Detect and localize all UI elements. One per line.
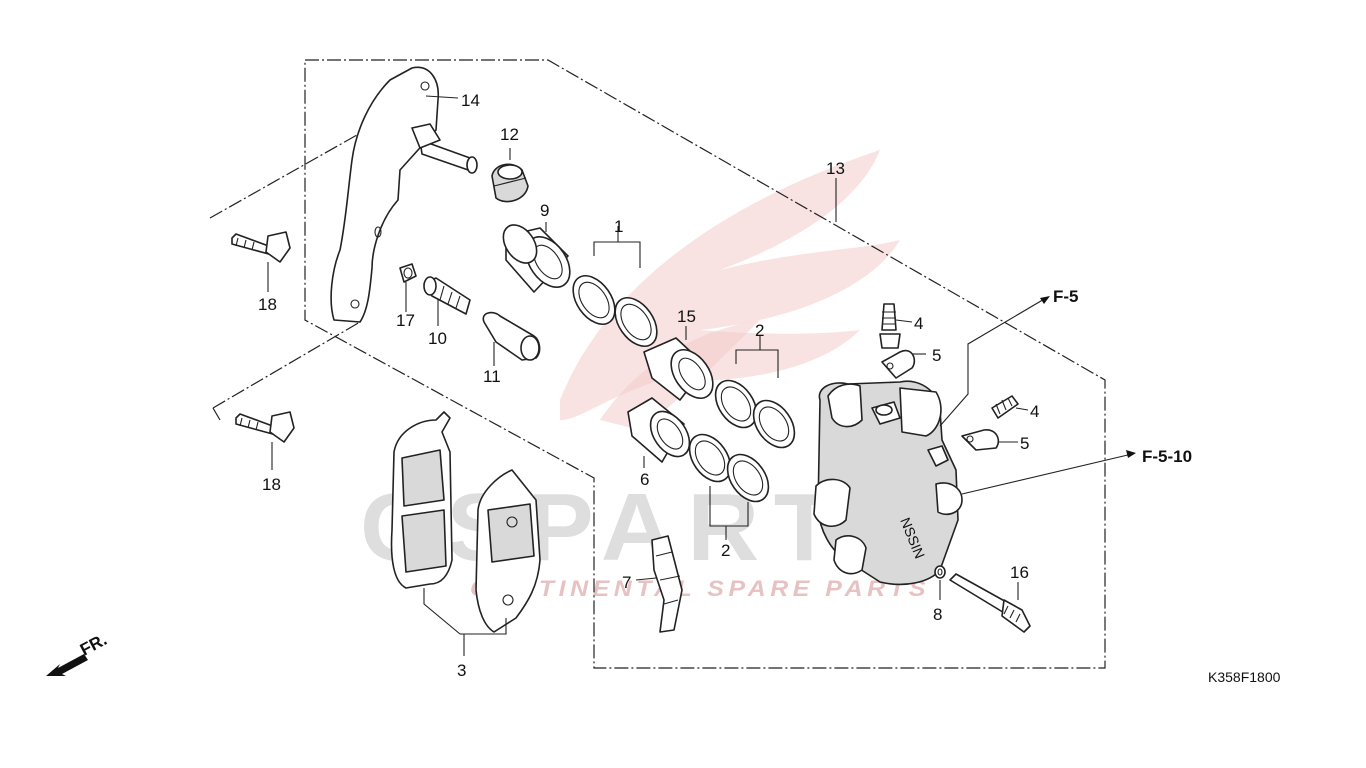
washer-8 xyxy=(934,565,946,579)
arrowhead-f510 xyxy=(1126,450,1136,458)
callout-16: 16 xyxy=(1010,563,1029,582)
callout-7: 7 xyxy=(622,573,631,592)
callout-15: 15 xyxy=(677,307,696,326)
piston-15 xyxy=(643,337,714,401)
reference-f510: F-5-10 xyxy=(1142,447,1192,466)
callout-2-upper: 2 xyxy=(755,321,764,340)
front-direction-indicator: FR. xyxy=(46,630,110,676)
callout-8: 8 xyxy=(933,605,942,624)
arrowhead-f5 xyxy=(1040,296,1050,304)
washer-17 xyxy=(399,263,417,283)
front-arrow-icon xyxy=(46,654,88,676)
callout-2-lower: 2 xyxy=(721,541,730,560)
callout-1: 1 xyxy=(614,217,623,236)
callout-10: 10 xyxy=(428,329,447,348)
clip-5-upper xyxy=(881,349,916,379)
front-label: FR. xyxy=(77,630,110,660)
callout-5-lower: 5 xyxy=(1020,434,1029,453)
bleeder-4-upper xyxy=(879,303,901,349)
leader-lines xyxy=(267,95,1136,656)
piston-9 xyxy=(502,224,571,293)
callout-13: 13 xyxy=(826,159,845,178)
piston-seal-set-2-lower xyxy=(688,433,770,527)
callout-12: 12 xyxy=(500,125,519,144)
piston-seal-set-1 xyxy=(572,241,658,347)
clip-5-lower xyxy=(961,429,1000,451)
caliper-body: NSSIN xyxy=(813,380,963,586)
bleeder-4-lower xyxy=(991,395,1019,419)
callout-11: 11 xyxy=(483,367,501,386)
callout-18-upper: 18 xyxy=(258,295,277,314)
drawing-code: K358F1800 xyxy=(1208,669,1281,685)
bolt-18-lower xyxy=(235,411,295,443)
piston-6 xyxy=(627,397,691,463)
pad-spring-7 xyxy=(651,535,683,633)
callout-14: 14 xyxy=(461,91,480,110)
callout-9: 9 xyxy=(540,201,549,220)
watermark-tagline: CONTINENTAL SPARE PARTS xyxy=(470,576,930,601)
callout-6: 6 xyxy=(640,470,649,489)
callout-17: 17 xyxy=(396,311,415,330)
callout-3: 3 xyxy=(457,661,466,680)
callout-labels: 1 2 2 3 4 4 5 5 6 7 8 9 10 11 12 13 14 1… xyxy=(258,91,1039,680)
callout-5-upper: 5 xyxy=(932,346,941,365)
pin-10 xyxy=(423,276,471,315)
caliper-bracket xyxy=(330,66,478,323)
brake-pad-set-3 xyxy=(390,411,541,635)
piston-seal-set-2-upper xyxy=(714,349,796,449)
pin-16 xyxy=(949,573,1031,633)
bolt-18-upper xyxy=(231,231,291,263)
bolt-11 xyxy=(482,311,541,361)
pin-boot xyxy=(491,163,529,203)
callout-4-upper: 4 xyxy=(914,314,923,333)
callout-18-lower: 18 xyxy=(262,475,281,494)
callout-4-lower: 4 xyxy=(1030,402,1039,421)
reference-f5: F-5 xyxy=(1053,287,1079,306)
